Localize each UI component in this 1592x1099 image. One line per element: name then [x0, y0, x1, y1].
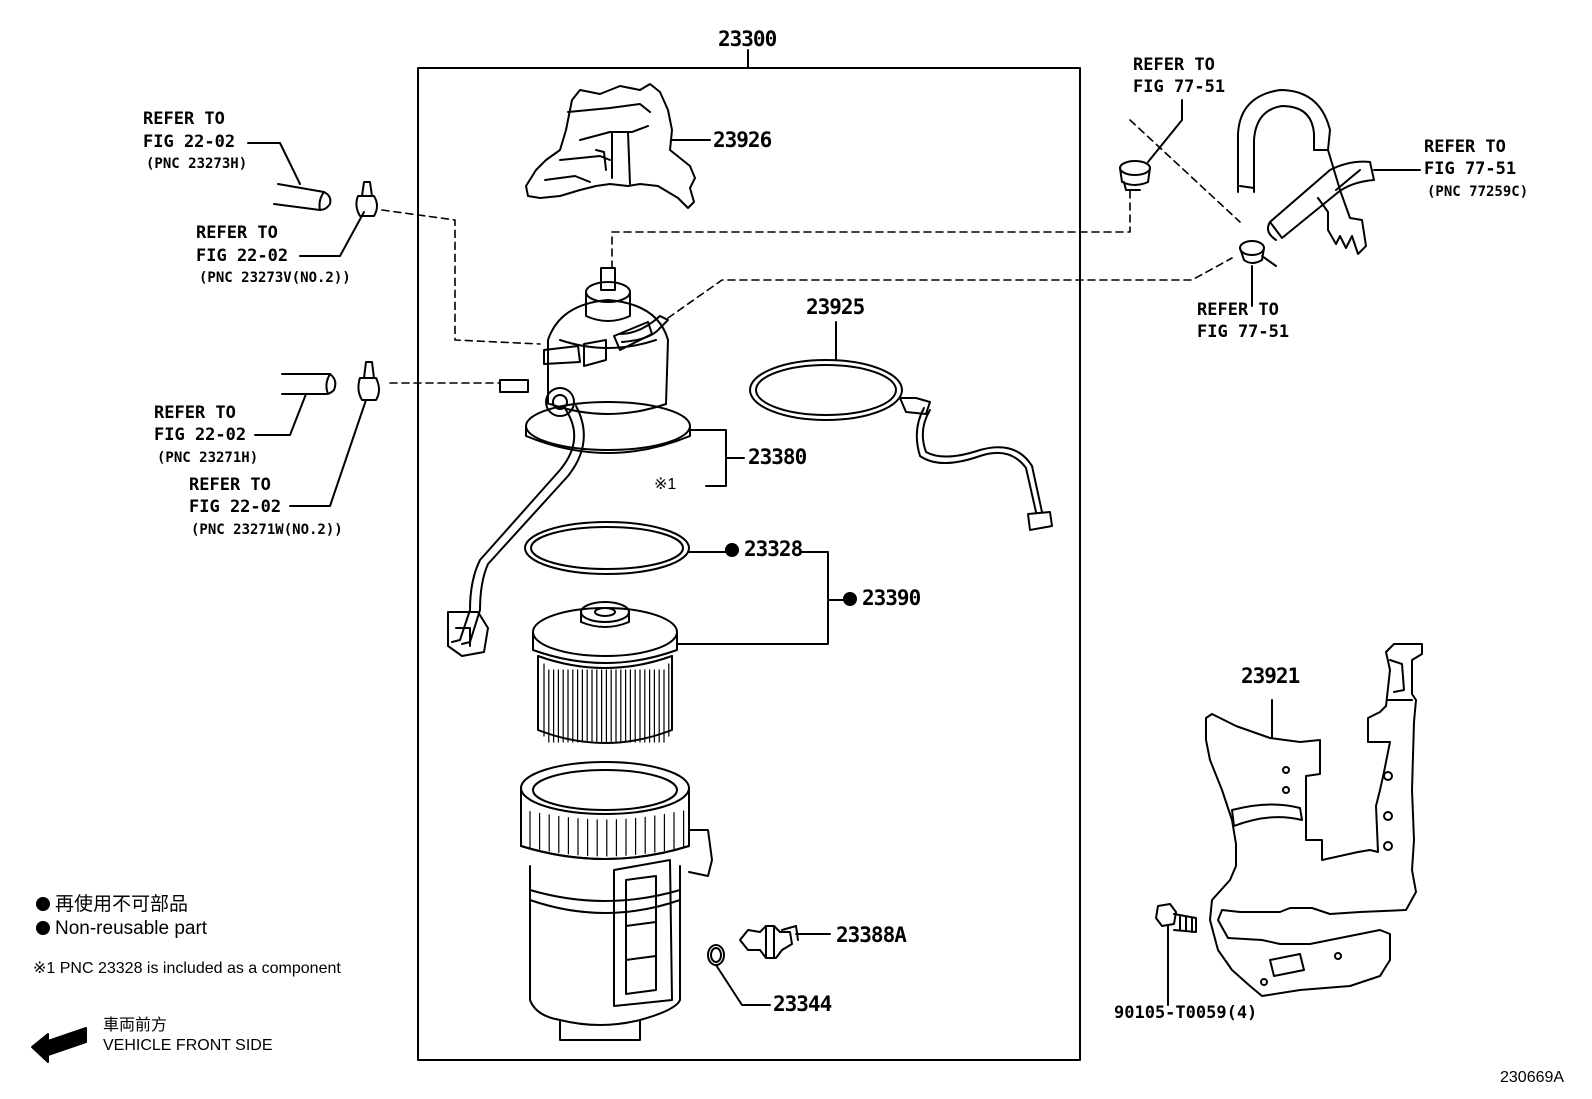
clamp-mid-right — [1239, 240, 1277, 267]
drain-plug-23388a — [739, 925, 799, 959]
part-number-23390: 23390 — [843, 588, 921, 609]
refer-to-label: REFER TO — [189, 475, 271, 495]
refer-to-label: REFER TO — [143, 109, 225, 129]
assembly-part-number: 23300 — [718, 27, 777, 51]
front-arrow-icon — [31, 1027, 87, 1063]
sensor-ring-23925 — [749, 359, 1053, 531]
refer-fig-label: FIG 77-51 — [1424, 159, 1517, 179]
part-number-23328: 23328 — [725, 539, 803, 560]
refer-to-label: REFER TO — [1424, 137, 1506, 157]
part-number-23388a: 23388A — [836, 923, 907, 947]
drain-hose — [447, 405, 585, 657]
filter-bowl — [520, 761, 713, 1041]
legend-front-en: VEHICLE FRONT SIDE — [103, 1037, 273, 1054]
part-number-23921: 23921 — [1241, 664, 1300, 688]
refer-pnc-label: (PNC 23271H) — [157, 450, 259, 466]
refer-pnc-label: (PNC 23273H) — [146, 156, 248, 172]
part-number-23380: 23380 — [748, 445, 807, 469]
hose-right — [1237, 89, 1375, 255]
refer-to-label: REFER TO — [1133, 55, 1215, 75]
oring-23344 — [707, 944, 725, 966]
dashed-connectors — [381, 119, 1241, 384]
refer-fig-label: FIG 77-51 — [1133, 77, 1226, 97]
filter-head-23380 — [499, 267, 691, 454]
bracket-23921 — [1205, 643, 1423, 997]
nonreusable-dot-icon — [36, 897, 50, 911]
legend-nonreusable-en: Non-reusable part — [36, 919, 207, 938]
hose-stub-upper — [273, 183, 332, 211]
legend-nonreusable-jp: 再使用不可部品 — [36, 895, 188, 914]
part-number-23925: 23925 — [806, 295, 865, 319]
cover-23926 — [525, 83, 696, 209]
part-number-90105: 90105-T0059(4) — [1114, 1003, 1258, 1023]
gasket-23328 — [524, 521, 690, 575]
refer-fig-label: FIG 22-02 — [189, 497, 282, 517]
refer-fig-label: FIG 22-02 — [143, 132, 236, 152]
hose-stub-lower — [281, 373, 337, 395]
figure-code: 230669A — [1500, 1069, 1565, 1086]
filter-element-pleats — [543, 663, 670, 743]
refer-fig-label: FIG 22-02 — [196, 246, 289, 266]
refer-pnc-label: (PNC 23273V(NO.2)) — [199, 270, 351, 286]
part-number-23926: 23926 — [713, 128, 772, 152]
refer-to-label: REFER TO — [154, 403, 236, 423]
legend-front-jp: 車両前方 — [103, 1017, 168, 1034]
refer-to-label: REFER TO — [1197, 300, 1279, 320]
refer-to-label: REFER TO — [196, 223, 278, 243]
refer-fig-label: FIG 22-02 — [154, 425, 247, 445]
legend-note-1: ※1 PNC 23328 is included as a component — [33, 960, 341, 977]
nonreusable-dot-icon — [843, 592, 857, 606]
part-number-23344: 23344 — [773, 992, 832, 1016]
nonreusable-dot-icon — [725, 543, 739, 557]
note-marker-1: ※1 — [654, 476, 677, 493]
nonreusable-dot-icon — [36, 921, 50, 935]
clamp-top-right — [1119, 160, 1151, 191]
clamp-upper — [355, 181, 378, 217]
bolt-90105 — [1155, 903, 1197, 933]
clamp-lower — [357, 361, 380, 401]
refer-pnc-label: (PNC 77259C) — [1427, 184, 1529, 200]
refer-pnc-label: (PNC 23271W(NO.2)) — [191, 522, 343, 538]
filter-element-23390 — [532, 601, 678, 744]
bowl-ridges — [529, 810, 685, 857]
refer-fig-label: FIG 77-51 — [1197, 322, 1290, 342]
assembly-frame — [417, 67, 1081, 1061]
